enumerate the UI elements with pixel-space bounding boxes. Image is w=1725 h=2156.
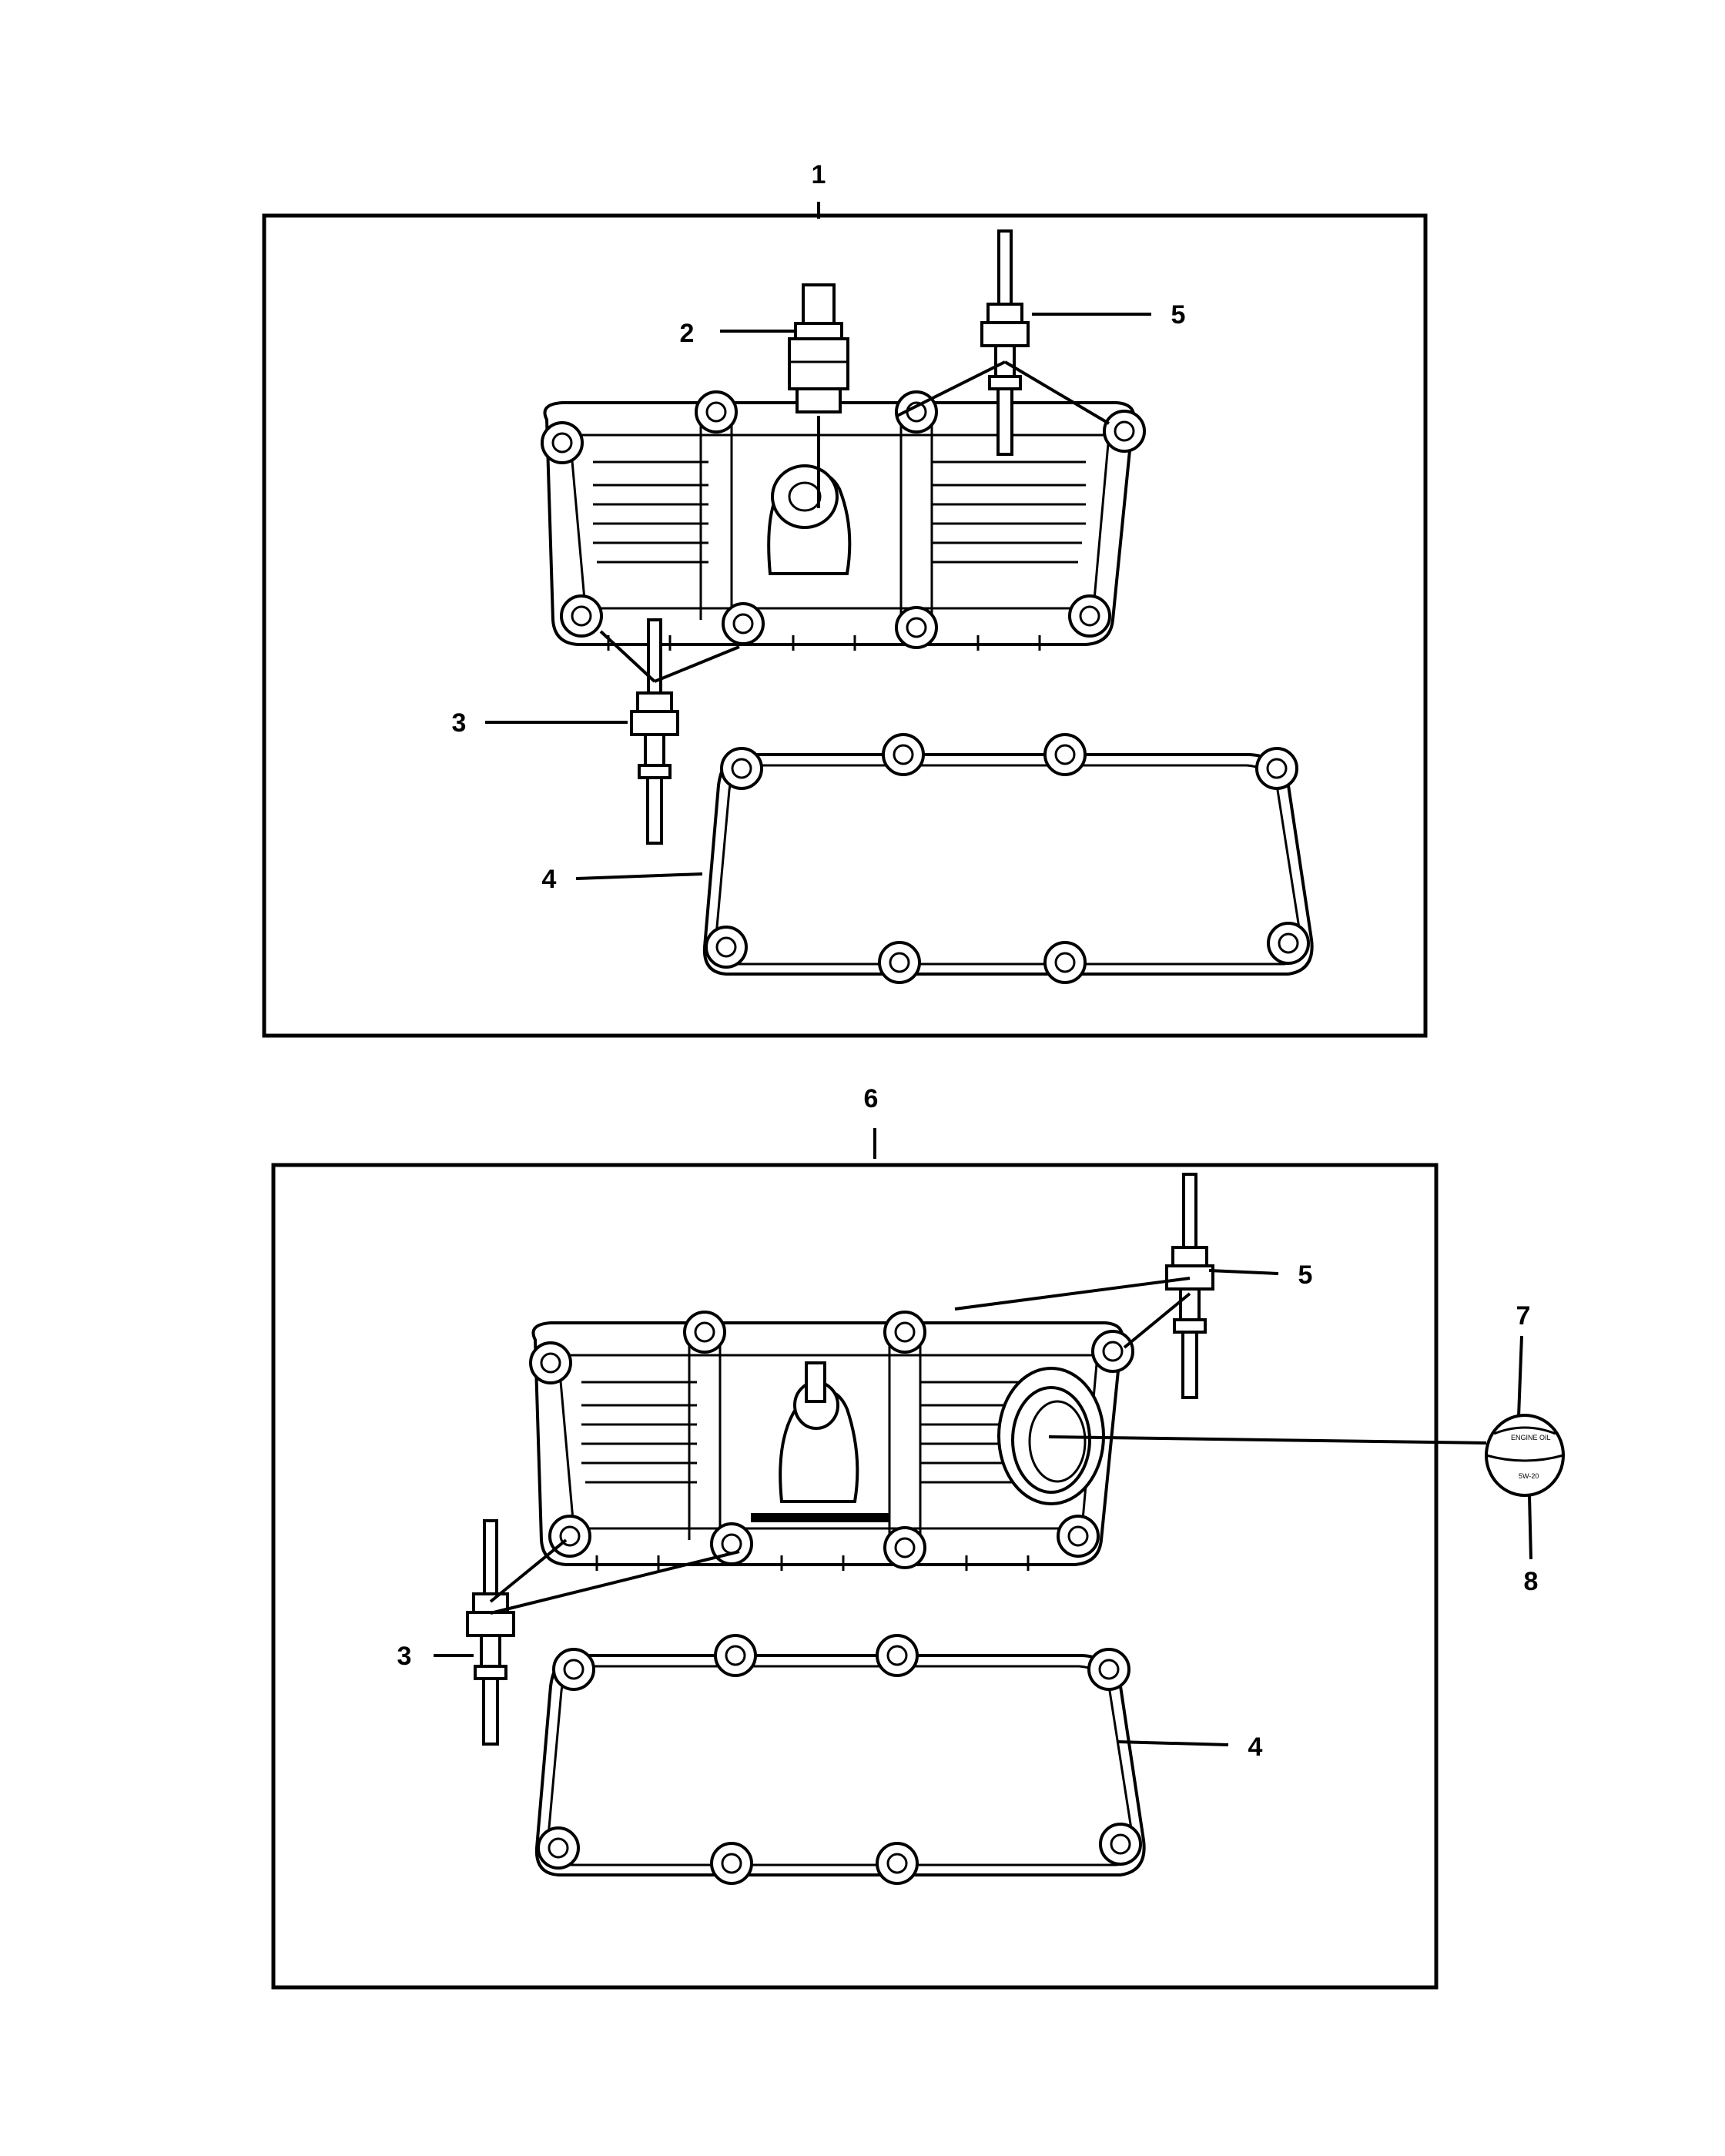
leader-7 (1517, 1335, 1523, 1418)
assembly-top-frame (262, 213, 1428, 1038)
leader-4-top (575, 872, 703, 880)
valve-cover-bottom (529, 1311, 1134, 1572)
callout-4-bottom: 4 (1248, 1732, 1263, 1762)
callout-1: 1 (812, 160, 826, 189)
svg-text:5W-20: 5W-20 (1519, 1472, 1539, 1480)
assembly-bottom: ENGINE OIL 5W-20 6 5 3 4 7 8 (271, 1084, 1565, 1990)
callout-5-bottom: 5 (1298, 1260, 1313, 1290)
stud-bolt-bottom-right (1165, 1173, 1214, 1399)
leader-5-bottom (1208, 1269, 1279, 1275)
callout-3-top: 3 (452, 708, 467, 738)
callout-7: 7 (1516, 1301, 1531, 1331)
stud-bolt-bottom-left (466, 1519, 515, 1746)
valve-cover-top (541, 390, 1146, 652)
gasket-top (702, 733, 1314, 984)
callout-8: 8 (1524, 1567, 1539, 1596)
stud-bolt-top-left (630, 618, 679, 845)
callout-5-top: 5 (1171, 300, 1186, 330)
breather-valve (788, 283, 849, 413)
callout-3-bottom: 3 (397, 1642, 412, 1671)
oil-filler-cap: ENGINE OIL 5W-20 (1485, 1414, 1565, 1497)
leader-4-bottom (1116, 1740, 1229, 1746)
leader-8 (1528, 1495, 1532, 1560)
gasket-bottom (534, 1634, 1146, 1885)
svg-text:ENGINE OIL: ENGINE OIL (1511, 1434, 1551, 1441)
assembly-top: 1 2 5 3 4 (262, 160, 1428, 1038)
callout-6: 6 (864, 1084, 879, 1113)
callout-2: 2 (680, 319, 695, 348)
assembly-bottom-frame (271, 1163, 1439, 1990)
callout-4-top: 4 (542, 865, 557, 894)
